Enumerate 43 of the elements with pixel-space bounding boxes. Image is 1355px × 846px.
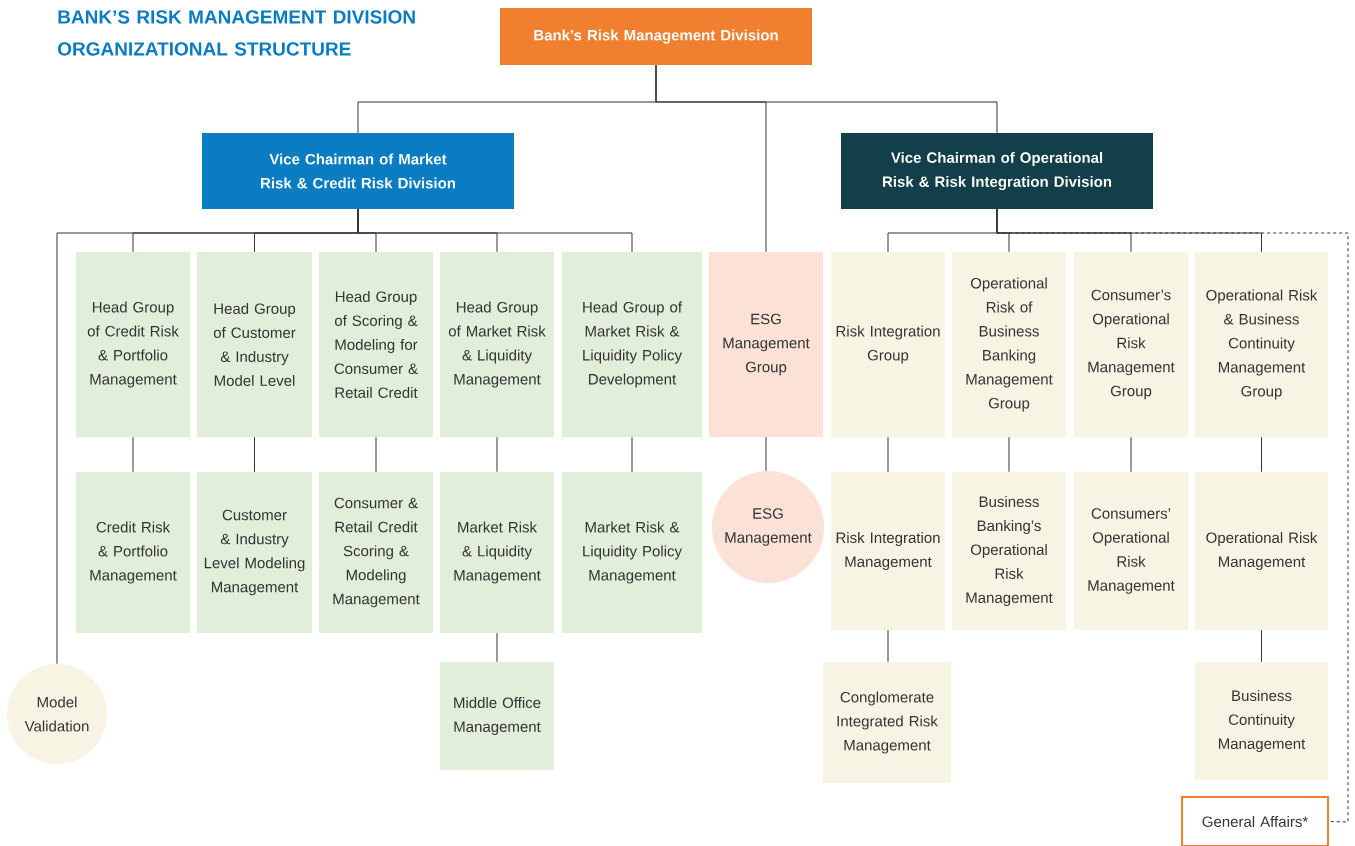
org-box: Head Group of Scoring & Modeling for Consumer & Retail Credit: [319, 252, 433, 437]
org-box: Head Group of Market Risk & Liquidity Policy Development: [562, 252, 702, 437]
connector-line: [887, 629, 889, 663]
org-box: Operational Risk Management: [1195, 472, 1328, 630]
org-box: Customer & Industry Level Modeling Management: [197, 472, 312, 633]
org-box: Market Risk & Liquidity Policy Management: [562, 472, 702, 633]
connector-line: [1008, 436, 1010, 473]
connector-line: [655, 64, 998, 134]
org-box: Risk Integration Group: [831, 252, 945, 437]
connector-line: [1261, 629, 1262, 663]
org-box: Risk Integration Management: [831, 472, 945, 630]
org-box: Head Group of Market Risk & Liquidity Management: [440, 252, 554, 437]
org-box: Consumers’ Operational Risk Management: [1074, 472, 1188, 630]
connector-line: [996, 208, 1349, 823]
connector-line: [496, 436, 498, 473]
org-box: Vice Chairman of Operational Risk & Risk Integration Division: [841, 133, 1153, 209]
connector-line: [496, 632, 498, 663]
org-box: Consumer & Retail Credit Scoring & Modeling Management: [319, 472, 433, 633]
org-box: Bank’s Risk Management Division: [500, 8, 812, 65]
org-box: Consumer’s Operational Risk Management Group: [1074, 252, 1188, 437]
title-heading: BANK’S RISK MANAGEMENT DIVISION ORGANIZATIONAL STRUCTURE: [58, 10, 415, 56]
org-box: General Affairs*: [1181, 796, 1329, 846]
org-box: Operational Risk of Business Banking Management Group: [952, 252, 1066, 437]
org-box: Credit Risk & Portfolio Management: [76, 472, 190, 633]
connector-line: [132, 436, 134, 473]
connector-line: [254, 436, 255, 473]
org-box: Head Group of Credit Risk & Portfolio Management: [76, 252, 190, 437]
org-box: Business Banking’s Operational Risk Management: [952, 472, 1066, 630]
connector-line: [1130, 436, 1132, 473]
org-box: Market Risk & Liquidity Management: [440, 472, 554, 633]
connector-line: [1261, 436, 1262, 473]
org-box: Conglomerate Integrated Risk Management: [823, 662, 951, 783]
org-box: Middle Office Management: [440, 662, 554, 770]
connector-line: [631, 436, 633, 473]
connector-line: [357, 208, 633, 253]
org-box: Head Group of Customer & Industry Model Level: [197, 252, 312, 437]
org-box: Vice Chairman of Market Risk & Credit Risk Division: [202, 133, 514, 209]
connector-line: [765, 436, 767, 472]
org-box: ESG Management Group: [709, 252, 823, 437]
connector-line: [887, 436, 889, 473]
org-box: Business Continuity Management: [1195, 662, 1328, 780]
org-box: Operational Risk & Business Continuity Management Group: [1195, 252, 1328, 437]
connector-line: [375, 436, 377, 473]
